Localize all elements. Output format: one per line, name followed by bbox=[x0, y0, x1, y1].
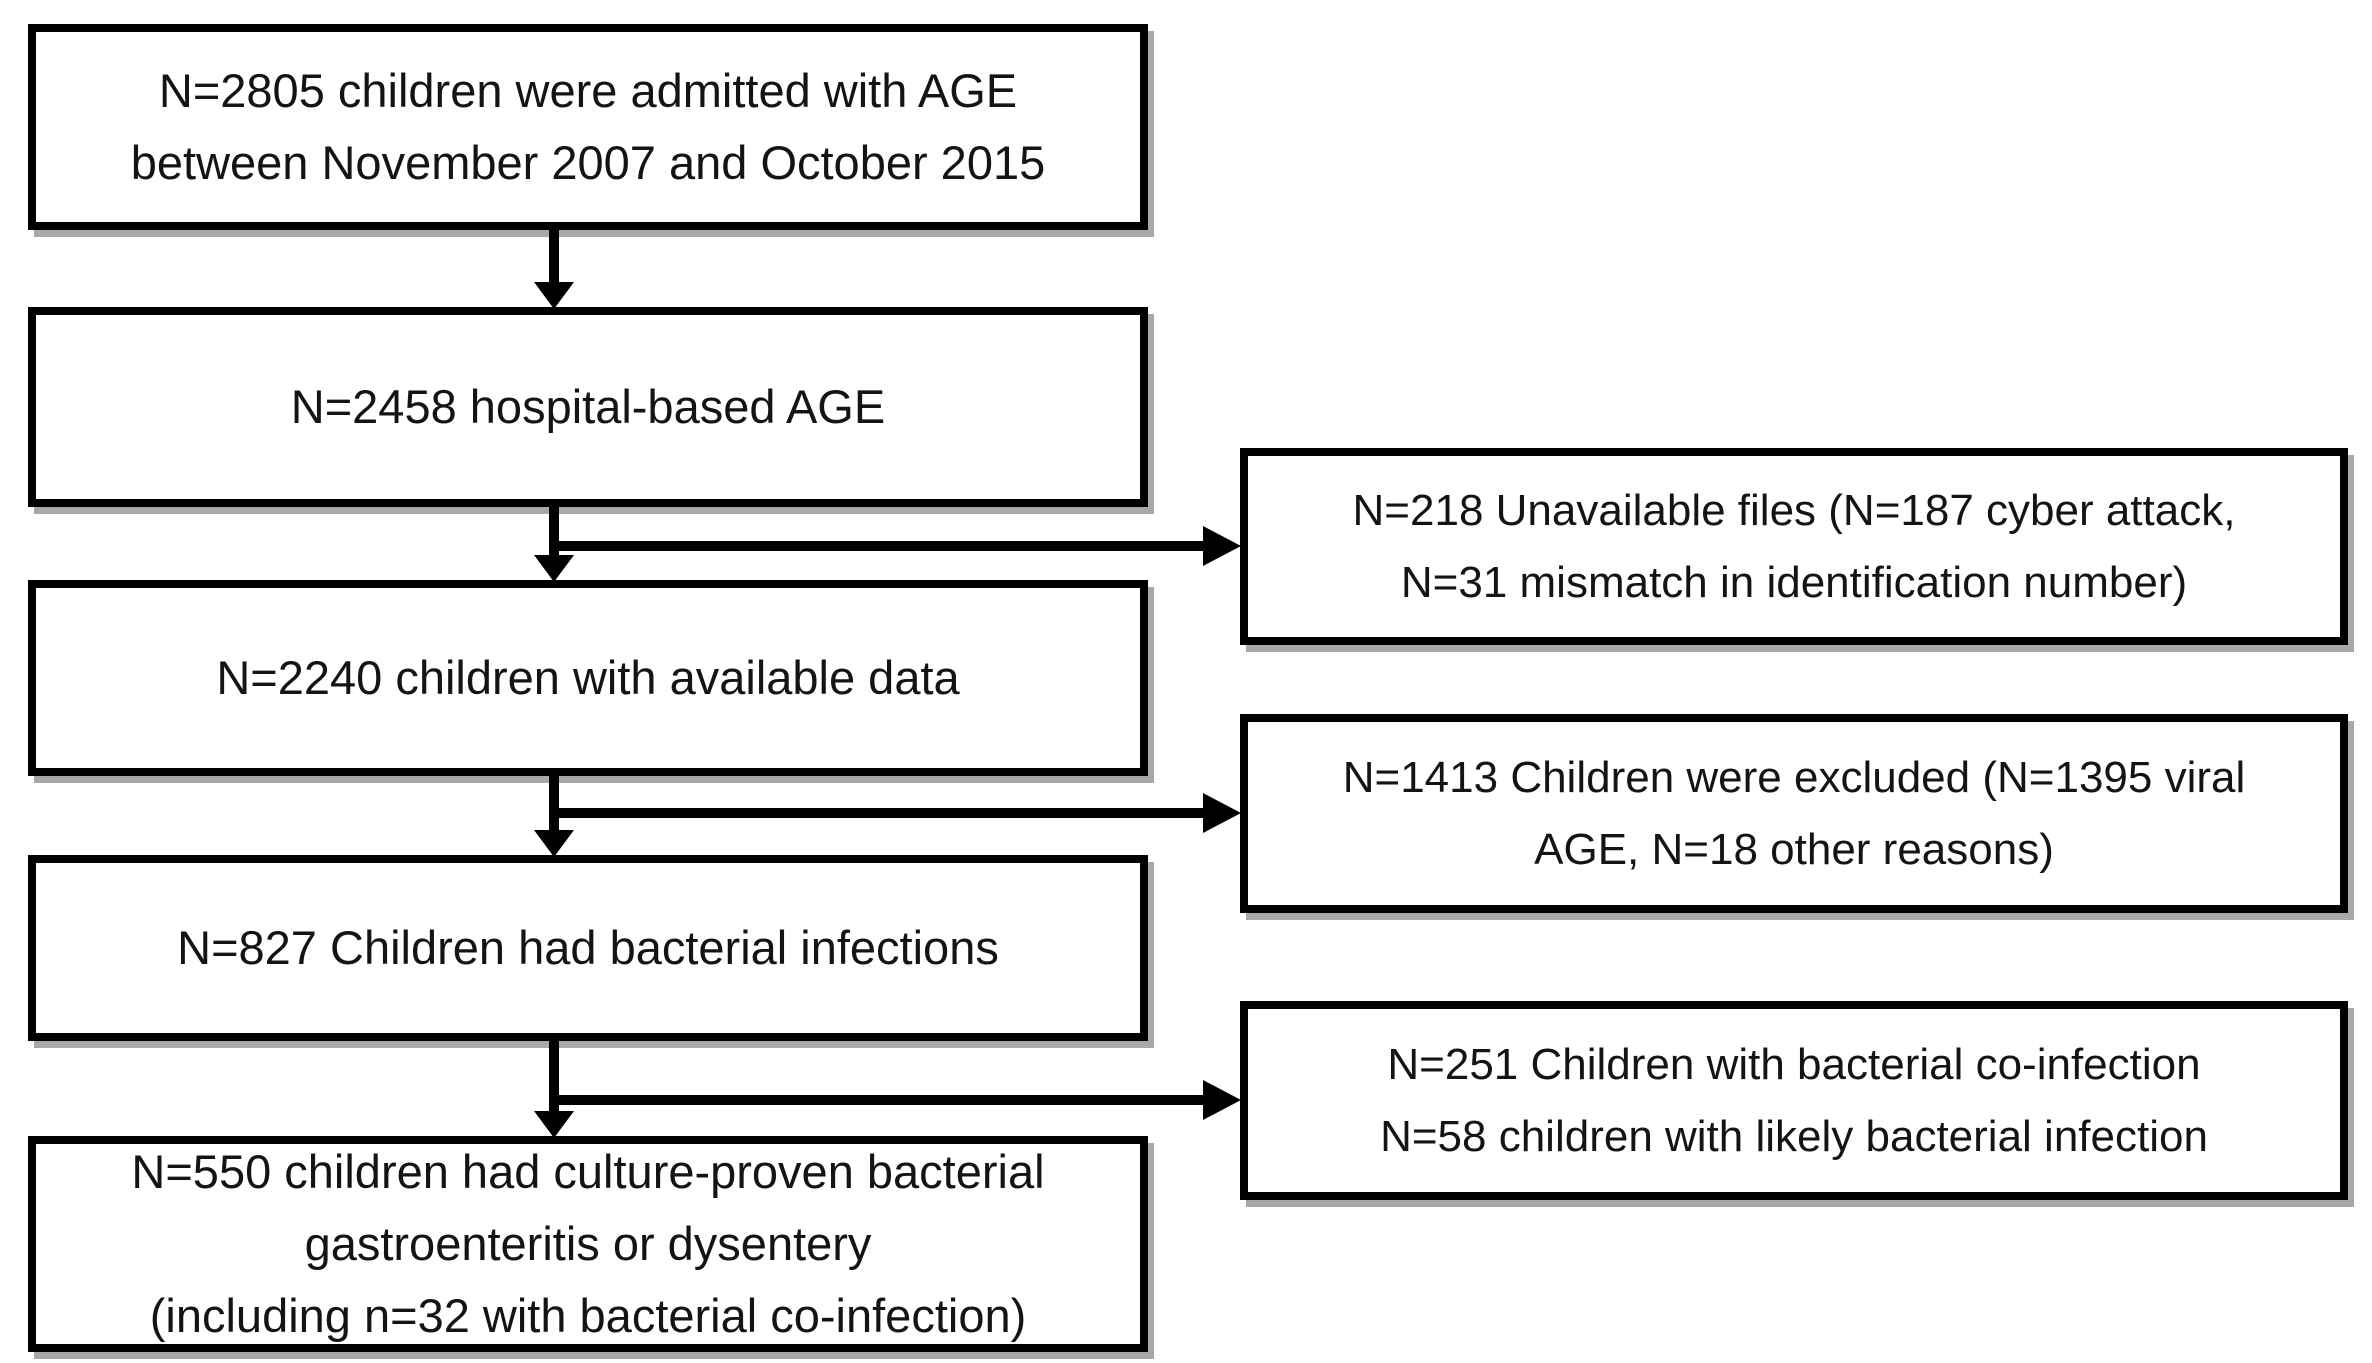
connector-hospital-to-available bbox=[549, 505, 559, 557]
arrowhead-down-available-icon bbox=[534, 555, 574, 582]
box-culture-proven: N=550 children had culture-proven bacter… bbox=[28, 1136, 1148, 1352]
branch-to-unavailable-files bbox=[553, 541, 1208, 551]
box-excluded-children: N=1413 Children were excluded (N=1395 vi… bbox=[1240, 714, 2348, 913]
box-text-line: N=251 Children with bacterial co-infecti… bbox=[1387, 1039, 2201, 1089]
branch-to-coinfection bbox=[553, 1095, 1208, 1105]
box-text-line: N=827 Children had bacterial infections bbox=[177, 921, 999, 974]
box-text-line: N=2458 hospital-based AGE bbox=[290, 380, 886, 433]
box-text-line: N=2240 children with available data bbox=[216, 651, 960, 704]
connector-available-to-bacterial bbox=[549, 774, 559, 831]
box-text-line: (including n=32 with bacterial co-infect… bbox=[149, 1289, 1027, 1342]
box-available-data: N=2240 children with available data bbox=[28, 580, 1148, 776]
connector-admitted-to-hospital bbox=[549, 228, 559, 283]
arrowhead-right-coinfection-icon bbox=[1203, 1080, 1241, 1120]
box-hospital-based-age: N=2458 hospital-based AGE bbox=[28, 307, 1148, 507]
arrowhead-down-hospital-icon bbox=[534, 282, 574, 309]
arrowhead-right-excluded-icon bbox=[1203, 793, 1241, 833]
box-text-line: N=2805 children were admitted with AGE bbox=[158, 64, 1018, 117]
arrowhead-down-bacterial-icon bbox=[534, 830, 574, 857]
box-text-line: N=58 children with likely bacterial infe… bbox=[1380, 1111, 2208, 1161]
box-text-line: N=550 children had culture-proven bacter… bbox=[131, 1145, 1045, 1198]
box-admitted-children: N=2805 children were admitted with AGE b… bbox=[28, 24, 1148, 230]
box-text-line: between November 2007 and October 2015 bbox=[130, 136, 1046, 189]
box-unavailable-files: N=218 Unavailable files (N=187 cyber att… bbox=[1240, 448, 2348, 645]
box-bacterial-infections: N=827 Children had bacterial infections bbox=[28, 855, 1148, 1041]
box-text-line: N=31 mismatch in identification number) bbox=[1400, 557, 2188, 607]
box-text-line: AGE, N=18 other reasons) bbox=[1534, 824, 2054, 874]
branch-to-excluded bbox=[553, 808, 1208, 818]
arrowhead-down-culture-icon bbox=[534, 1111, 574, 1138]
box-text-line: N=218 Unavailable files (N=187 cyber att… bbox=[1352, 485, 2236, 535]
box-text-line: gastroenteritis or dysentery bbox=[304, 1217, 872, 1270]
box-bacterial-coinfection: N=251 Children with bacterial co-infecti… bbox=[1240, 1001, 2348, 1200]
connector-bacterial-to-culture bbox=[549, 1039, 559, 1112]
box-text-line: N=1413 Children were excluded (N=1395 vi… bbox=[1342, 752, 2246, 802]
arrowhead-right-unavailable-icon bbox=[1203, 526, 1241, 566]
